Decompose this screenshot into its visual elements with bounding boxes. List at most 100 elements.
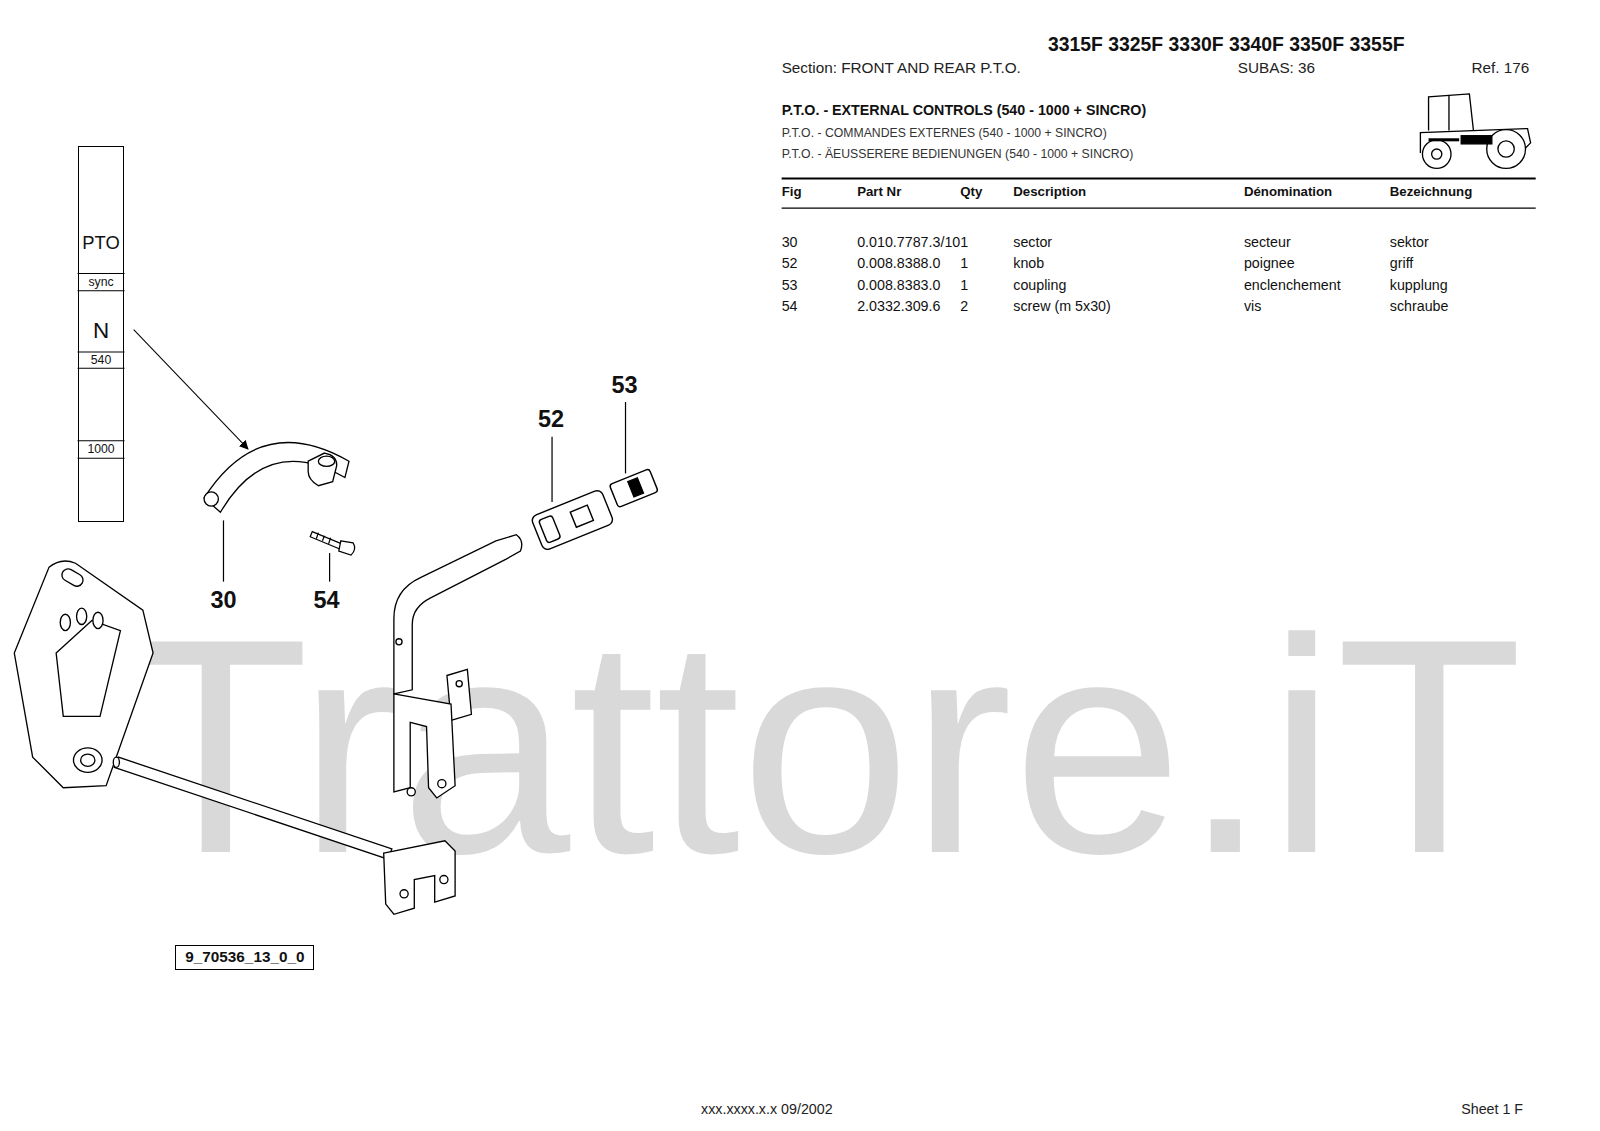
- drawing-stroke: [78, 458, 125, 459]
- drawing-stroke: [1448, 95, 1449, 131]
- table-cell: 1: [960, 276, 968, 292]
- table-cell: 0.010.7787.3/10: [857, 234, 960, 250]
- table-cell: griff: [1390, 255, 1414, 271]
- table-cell: enclenchement: [1244, 276, 1341, 292]
- drawing-stroke: [14, 94, 1535, 914]
- plate-part: [14, 561, 153, 788]
- drawing-stroke: [530, 489, 614, 551]
- drawing-stroke: [204, 442, 349, 512]
- placard-bands: [78, 273, 125, 458]
- node-text: PTO: [82, 233, 119, 253]
- table-cell: 0.008.8388.0: [857, 255, 940, 271]
- node-text: N: [93, 318, 109, 343]
- table-cell: vis: [1244, 298, 1261, 314]
- table-cell: secteur: [1244, 234, 1291, 250]
- drawing-stroke: [609, 469, 658, 508]
- callout-number: 53: [611, 371, 637, 398]
- drawing-stroke: [339, 541, 355, 555]
- table-cell: sektor: [1390, 234, 1429, 250]
- table-header: Fig: [782, 184, 802, 199]
- drawing-stroke: [1498, 141, 1514, 157]
- table-header: Part Nr: [857, 184, 901, 199]
- subtitle: P.T.O. - ÄEUSSERERE BEDIENUNGEN (540 - 1…: [782, 147, 1134, 161]
- node-text: 9_70536_13_0_0: [185, 949, 304, 966]
- section-title: P.T.O. - EXTERNAL CONTROLS (540 - 1000 +…: [782, 102, 1147, 118]
- table-cell: 52: [782, 255, 798, 271]
- drawing-stroke: [1429, 138, 1460, 141]
- drawing-stroke: [114, 757, 392, 859]
- drawing-stroke: [78, 290, 125, 291]
- table-cell: 30: [782, 234, 798, 250]
- drawing-stroke: [78, 440, 125, 441]
- table-cell: schraube: [1390, 298, 1449, 314]
- table-rule: [782, 178, 1536, 180]
- drawing-stroke: [223, 520, 224, 581]
- table-cell: 1: [960, 255, 968, 271]
- table-cell: 2: [960, 298, 968, 314]
- lever-part: [394, 535, 522, 798]
- drawing-stroke: [60, 567, 86, 589]
- callout-number: 54: [313, 587, 339, 614]
- drawing-stroke: [310, 532, 342, 549]
- drawing-stroke: [570, 505, 593, 527]
- drawing-stroke: [628, 478, 644, 497]
- drawing-stroke: [538, 515, 560, 543]
- drawing-stroke: [81, 754, 95, 766]
- drawing-stroke: [1432, 149, 1442, 159]
- drawing-stroke: [438, 780, 446, 788]
- callout-number: 30: [210, 587, 236, 614]
- drawing-stroke: [77, 608, 87, 624]
- sheet-number: Sheet 1 F: [1461, 1101, 1523, 1117]
- drawing-stroke: [407, 788, 415, 796]
- drawing-stroke: [113, 757, 119, 767]
- callout-number: 52: [538, 406, 564, 433]
- table-header: Bezeichnung: [1390, 184, 1472, 199]
- drawing-stroke: [625, 402, 626, 473]
- shaft-part: [113, 757, 455, 914]
- table-rule: [782, 208, 1536, 209]
- drawing-stroke: [60, 614, 70, 630]
- pointer-arrow: [134, 330, 248, 449]
- drawing-stroke: [329, 553, 330, 582]
- subassembly: SUBAS: 36: [1238, 60, 1315, 78]
- node-text: 1000: [87, 443, 114, 456]
- section-name: Section: FRONT AND REAR P.T.O.: [782, 60, 1021, 78]
- drawing-stroke: [396, 639, 402, 645]
- table-cell: 54: [782, 298, 798, 314]
- drawing-stroke: [73, 748, 102, 772]
- table-cell: 1: [960, 234, 968, 250]
- drawing-stroke: [384, 841, 455, 914]
- drawing-code-box: 9_70536_13_0_0: [175, 945, 314, 970]
- reference: Ref. 176: [1471, 60, 1529, 78]
- table-cell: kupplung: [1390, 276, 1448, 292]
- drawing-stroke: [1422, 140, 1451, 169]
- drawing-stroke: [316, 533, 318, 539]
- knob-part: [530, 489, 614, 551]
- table-cell: knob: [1013, 255, 1044, 271]
- drawing-stroke: [456, 681, 462, 687]
- footer-code: xxx.xxxx.x.x 09/2002: [701, 1101, 833, 1117]
- drawing-stroke: [204, 492, 218, 506]
- node-text: 540: [91, 354, 111, 367]
- table-header: Dénomination: [1244, 184, 1332, 199]
- drawing-stroke: [1429, 94, 1474, 131]
- tractor-icon: [1420, 94, 1530, 168]
- drawing-stroke: [394, 694, 455, 798]
- table-cell: screw (m 5x30): [1013, 298, 1111, 314]
- drawing-stroke: [440, 875, 448, 883]
- drawing-stroke: [329, 538, 331, 544]
- pto-placard: PTOsyncN5401000: [78, 146, 125, 523]
- leader-lines: [223, 402, 625, 582]
- drawing-stroke: [93, 612, 103, 628]
- screw-part: [310, 532, 354, 555]
- drawing-stroke: [78, 273, 125, 274]
- drawing-stroke: [318, 456, 334, 466]
- drawing-stroke: [308, 453, 337, 486]
- table-cell: sector: [1013, 234, 1052, 250]
- drawing-stroke: [78, 352, 125, 353]
- drawing-stroke: [14, 561, 153, 788]
- coupling-part: [609, 469, 658, 508]
- drawing-stroke: [78, 368, 125, 369]
- drawing-stroke: [394, 535, 522, 694]
- subtitle: P.T.O. - COMMANDES EXTERNES (540 - 1000 …: [782, 126, 1107, 140]
